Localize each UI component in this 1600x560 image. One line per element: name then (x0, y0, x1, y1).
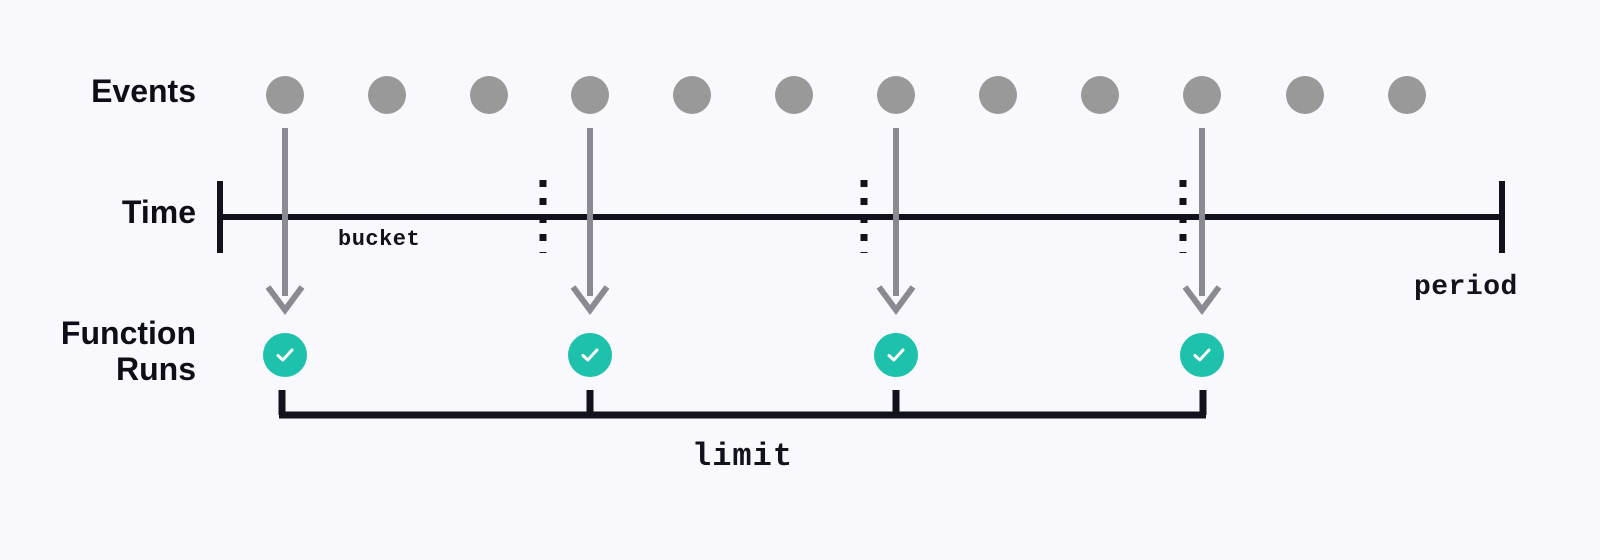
check-icon (1193, 348, 1211, 362)
function-run-marker (874, 333, 918, 377)
event-to-run-arrow (570, 128, 610, 316)
event-to-run-arrow (876, 128, 916, 316)
event-dot (1183, 76, 1221, 114)
function-runs-row-label: Function Runs (60, 315, 196, 387)
event-dot (877, 76, 915, 114)
function-run-marker (1180, 333, 1224, 377)
limit-bracket (278, 390, 1207, 419)
event-dot (266, 76, 304, 114)
check-icon (887, 348, 905, 362)
period-annotation-label: period (1414, 272, 1518, 303)
limit-annotation-label: limit (692, 438, 794, 475)
event-dot (673, 76, 711, 114)
event-dot (470, 76, 508, 114)
event-dot (1388, 76, 1426, 114)
time-row-label: Time (121, 194, 196, 230)
check-icon (581, 348, 599, 362)
function-run-marker (568, 333, 612, 377)
function-run-marker (263, 333, 307, 377)
events-row-label: Events (91, 73, 196, 109)
event-dot (775, 76, 813, 114)
event-dot (571, 76, 609, 114)
check-icon (276, 348, 294, 362)
event-dot (1286, 76, 1324, 114)
bucket-annotation-label: bucket (338, 227, 421, 252)
event-dot (979, 76, 1017, 114)
event-to-run-arrow (265, 128, 305, 316)
event-dot (1081, 76, 1119, 114)
event-to-run-arrows (265, 128, 1222, 316)
event-to-run-arrow (1182, 128, 1222, 316)
event-dot (368, 76, 406, 114)
bucket-divider-ticks (539, 180, 1187, 253)
